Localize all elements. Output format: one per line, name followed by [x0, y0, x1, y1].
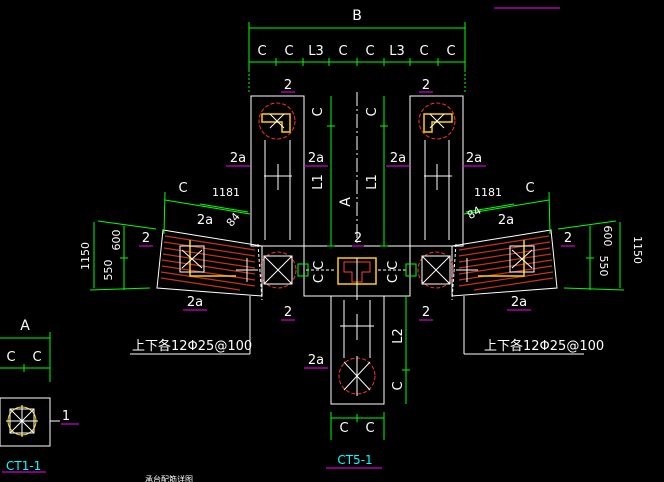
label-2: 2	[284, 78, 292, 93]
dim-cell: L3	[308, 44, 324, 59]
label-2: 2	[422, 305, 430, 320]
dim-cell: C	[284, 44, 293, 59]
label-l1: L1	[365, 174, 380, 190]
main-title: CT5-1	[337, 453, 372, 467]
label-2: 2	[422, 78, 430, 93]
dim-cell: C	[257, 44, 266, 59]
pile-circle-right-top	[418, 102, 456, 140]
label-2a: 2a	[511, 295, 527, 310]
rebar-note-left: 上下各12Φ25@100	[132, 338, 252, 354]
ct1-marker: 1	[62, 409, 70, 424]
label-c: C	[365, 107, 380, 116]
ct1-dim-title: A	[20, 318, 30, 334]
dim-cell: C	[446, 44, 455, 59]
label-c: C	[178, 181, 187, 196]
label-lines	[2, 91, 575, 473]
inner-dimensions	[327, 96, 410, 440]
label-1181: 1181	[474, 186, 502, 199]
label-c: C	[339, 421, 348, 436]
dim-title-b: B	[352, 8, 362, 24]
label-c: C	[311, 107, 326, 116]
label-550: 550	[597, 256, 610, 277]
labels: 2 2 2a 2a 2a 2a 2 2 2 2a 2a 2a 2 2 2a 2a…	[79, 78, 644, 436]
dim-cell: C	[338, 44, 347, 59]
label-2: 2	[142, 231, 150, 246]
dim-cell: L3	[389, 44, 405, 59]
label-2a: 2a	[390, 151, 406, 166]
label-600: 600	[601, 226, 614, 247]
ct1-dim-cell: C	[32, 350, 41, 365]
label-cc: C C	[386, 261, 401, 283]
label-2a: 2a	[308, 151, 324, 166]
arm-rebar-lines	[264, 140, 452, 358]
cap-outline	[250, 92, 464, 405]
label-84: 84	[465, 204, 484, 222]
label-cc: C C	[312, 261, 327, 283]
label-1150: 1150	[631, 236, 644, 264]
label-550: 550	[102, 260, 115, 281]
dim-cell: C	[419, 44, 428, 59]
note-leaders	[130, 296, 584, 355]
pile-circle-left-top	[258, 102, 296, 140]
label-c: C	[391, 381, 406, 390]
ct1-section	[0, 332, 60, 447]
label-c: C	[525, 181, 534, 196]
rebar-note-right: 上下各12Φ25@100	[484, 338, 604, 354]
label-1181: 1181	[212, 186, 240, 199]
label-l1: L1	[311, 174, 326, 190]
label-2a: 2a	[466, 151, 482, 166]
dim-cell: C	[365, 44, 374, 59]
label-1150: 1150	[79, 242, 92, 270]
label-2a: 2a	[230, 151, 246, 166]
side-dimensions	[89, 191, 625, 291]
label-2: 2	[564, 231, 572, 246]
center-column	[297, 257, 417, 300]
label-2: 2	[284, 305, 292, 320]
top-dimension-chain	[248, 22, 466, 92]
footnote: 承台配筋详图	[145, 474, 193, 482]
label-a: A	[338, 197, 354, 207]
label-600: 600	[110, 230, 123, 251]
right-wing	[417, 229, 558, 301]
left-wing	[156, 229, 297, 301]
pile-circle-bottom	[338, 356, 376, 396]
label-l2: L2	[391, 328, 406, 344]
ct1-dim-cell: C	[6, 350, 15, 365]
label-2a: 2a	[187, 295, 203, 310]
ct1-title: CT1-1	[6, 459, 41, 473]
label-84: 84	[224, 210, 243, 229]
label-2a: 2a	[308, 353, 324, 368]
label-2a: 2a	[197, 213, 213, 228]
label-2: 2	[354, 231, 362, 246]
label-c: C	[365, 421, 374, 436]
label-2a: 2a	[498, 213, 514, 228]
